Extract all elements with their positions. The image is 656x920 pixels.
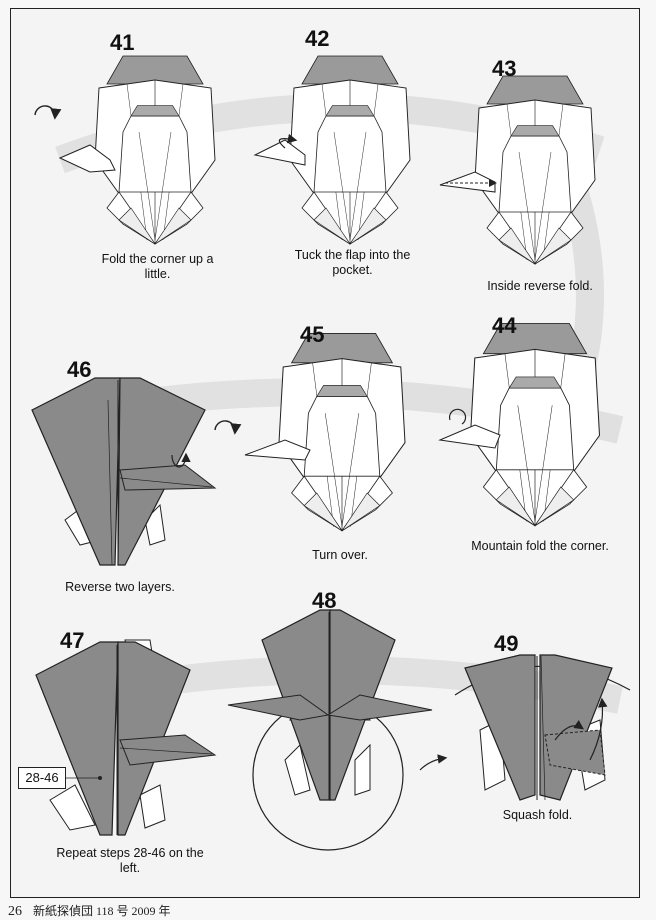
- step-number-43: 43: [492, 56, 517, 81]
- step-number-49: 49: [494, 631, 519, 656]
- step-49-diagram: [454, 654, 631, 801]
- step-48-diagram: [227, 609, 448, 851]
- step-caption-43: Inside reverse fold.: [487, 279, 593, 293]
- step-number-48: 48: [312, 588, 337, 613]
- footer-text: 新紙探偵団 118 号 2009 年: [33, 904, 171, 918]
- turn-over-arrow-icon: [214, 420, 242, 435]
- step-46-diagram: [31, 377, 217, 566]
- step-caption-45: Turn over.: [312, 548, 368, 562]
- step-caption-47: Repeat steps 28-46 on the left.: [56, 846, 204, 875]
- page-footer: 26 新紙探偵団 118 号 2009 年: [8, 902, 171, 920]
- step-47-diagram: [35, 639, 217, 836]
- step-41-diagram: [34, 55, 216, 245]
- step-number-44: 44: [492, 313, 517, 338]
- step-number-45: 45: [300, 322, 325, 347]
- reference-label: 28-46: [18, 767, 66, 789]
- step-number-46: 46: [67, 357, 92, 382]
- step-number-47: 47: [60, 628, 85, 653]
- step-caption-44: Mountain fold the corner.: [471, 539, 609, 553]
- page-number: 26: [8, 904, 22, 919]
- step-caption-49: Squash fold.: [502, 808, 573, 822]
- step-number-42: 42: [305, 26, 330, 51]
- step-number-41: 41: [110, 30, 135, 55]
- step-42-diagram: [253, 55, 411, 245]
- step-44-diagram: [438, 323, 601, 527]
- step-caption-46: Reverse two layers.: [65, 580, 175, 594]
- step-caption-41: Fold the corner up a little.: [101, 252, 214, 281]
- step-caption-42: Tuck the flap into the pocket.: [294, 248, 411, 277]
- step-45-diagram: [214, 332, 406, 532]
- step-43-diagram: [439, 75, 596, 265]
- rotate-arrow-icon: [34, 105, 62, 120]
